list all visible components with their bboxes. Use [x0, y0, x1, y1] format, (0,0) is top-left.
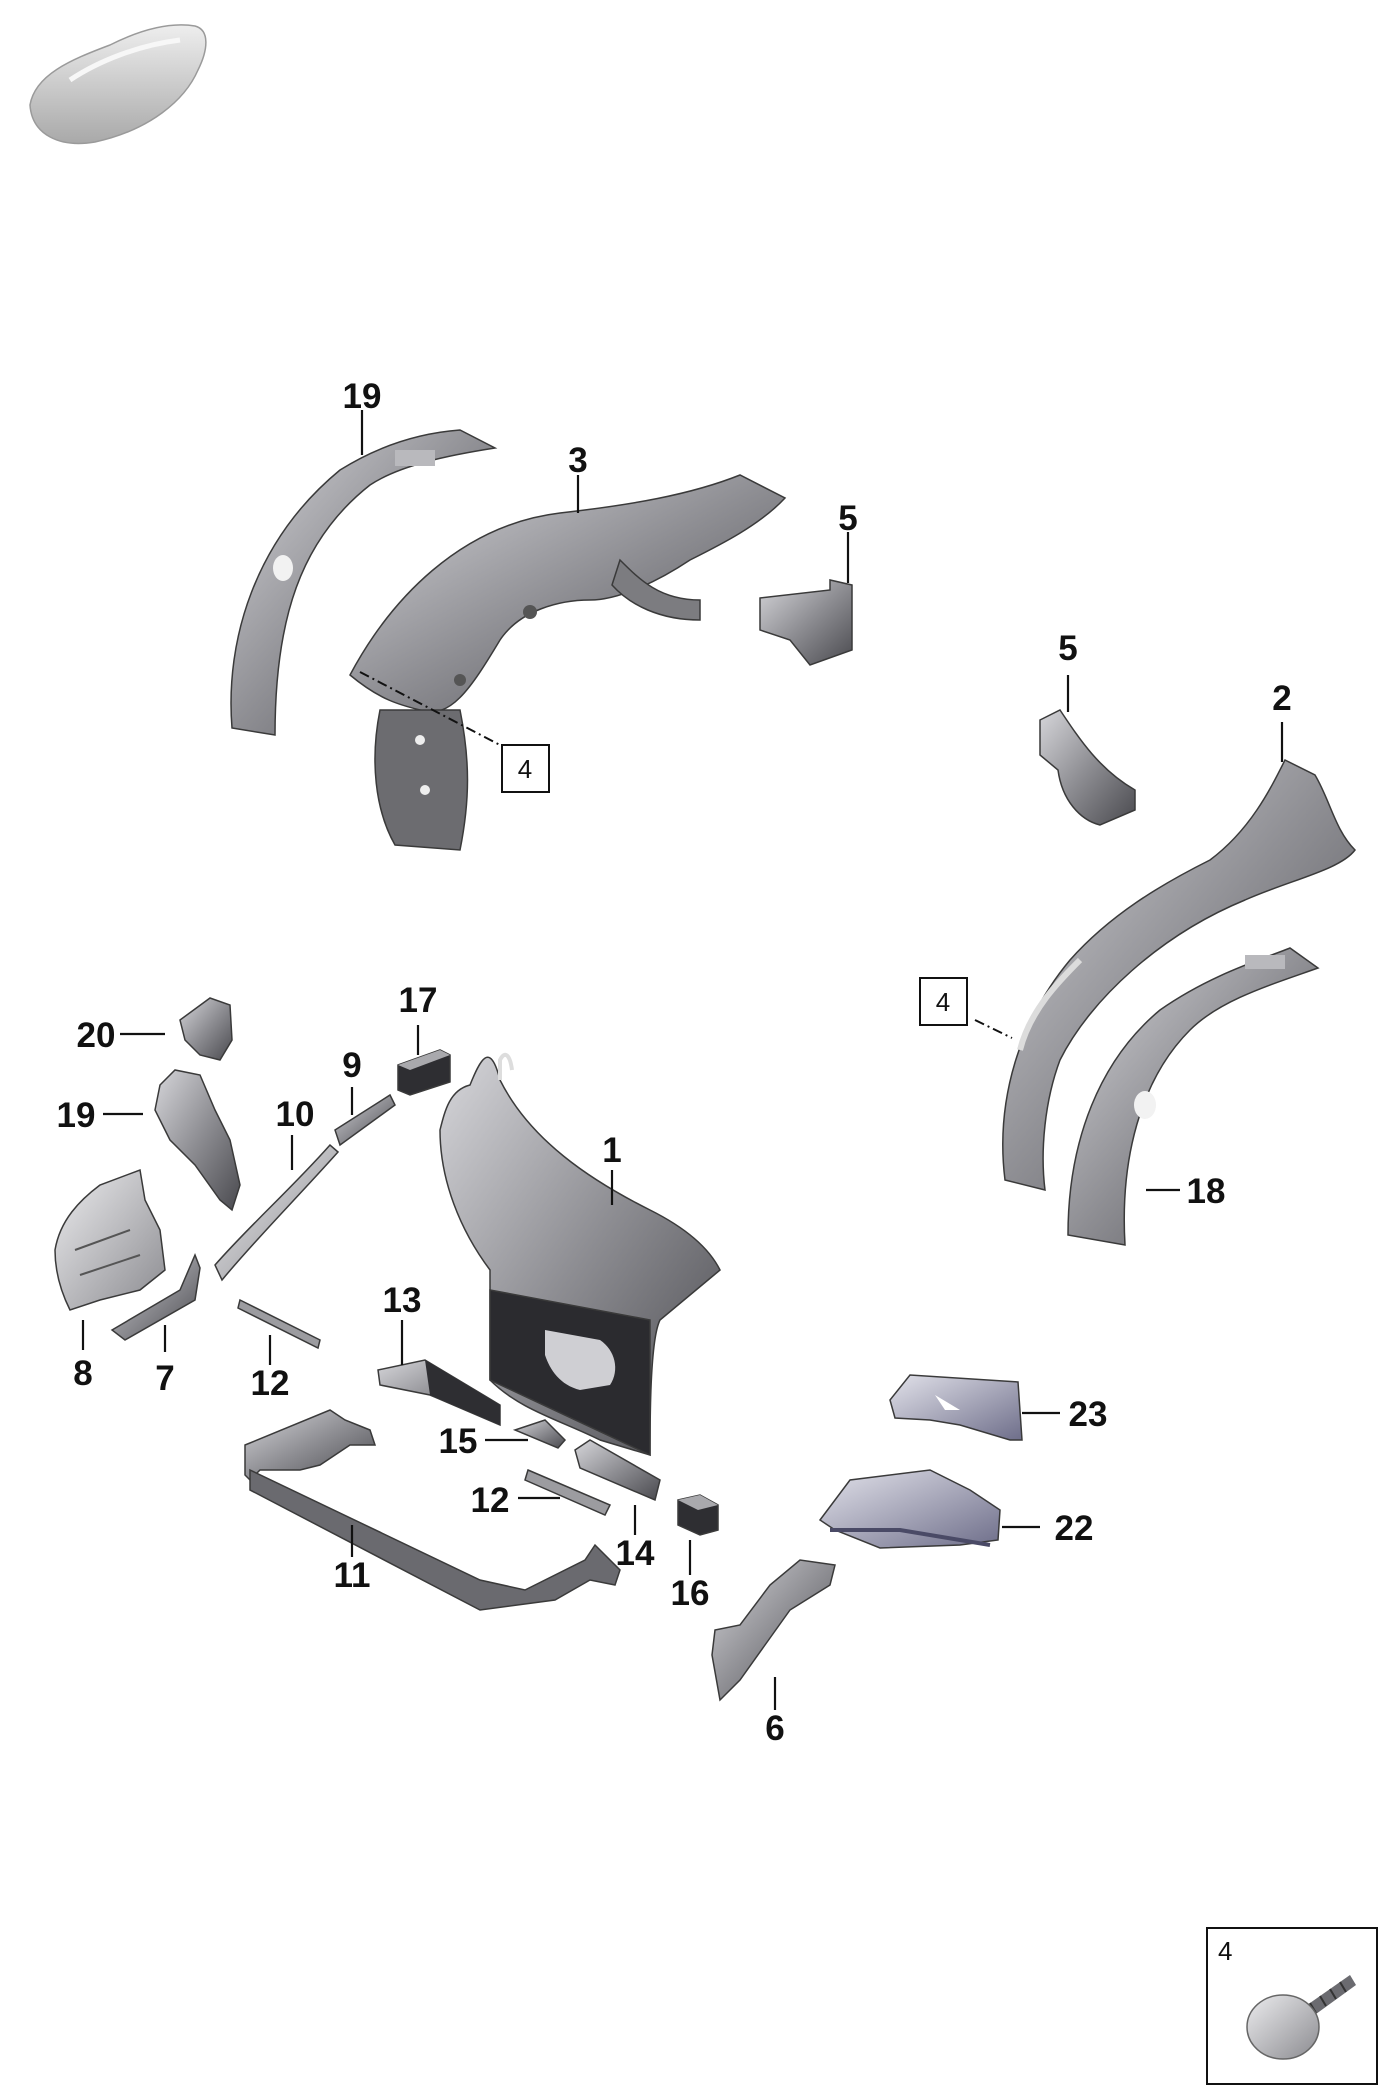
callout-21: 20 [77, 1016, 116, 1055]
part-9-strip [334, 1093, 396, 1147]
part-17-foam-block [397, 1049, 451, 1096]
screw-fastener-icon [1246, 1975, 1356, 2060]
callout-10: 10 [276, 1095, 315, 1134]
svg-text:4: 4 [1218, 1936, 1232, 1966]
part-18-arch-strip [1067, 947, 1320, 1246]
callout-8: 8 [73, 1354, 92, 1393]
part-2-wheelhouse-liner-right [1002, 758, 1356, 1191]
callout-3: 3 [568, 441, 587, 480]
part-22-insulator [818, 1469, 1001, 1549]
callout-20: 19 [57, 1096, 96, 1135]
part-1-bulkhead-panel [439, 1052, 721, 1457]
part-8-foam-insert [54, 1168, 166, 1311]
part-19-arch-strip [230, 429, 498, 736]
part-12-strip-left [237, 1298, 321, 1350]
callout-18: 18 [1187, 1172, 1226, 1211]
part-16-foam-block [677, 1494, 719, 1536]
car-silhouette-icon [29, 24, 207, 145]
part-6-bracket [711, 1559, 836, 1702]
inset-fastener-4: 4 [1206, 1927, 1378, 2085]
callout-13: 13 [383, 1281, 422, 1320]
part-12-strip-right [524, 1468, 612, 1516]
callout-16: 16 [671, 1574, 710, 1613]
callout-22: 22 [1055, 1509, 1094, 1548]
callout-1: 1 [602, 1131, 621, 1170]
callout-15: 15 [439, 1422, 478, 1461]
boxed-ref-4-right: 4 [919, 977, 968, 1026]
callout-5-right: 5 [1058, 629, 1077, 668]
callout-12-left: 12 [251, 1364, 290, 1403]
svg-text:4: 4 [936, 987, 950, 1017]
callout-17: 17 [399, 981, 438, 1020]
leader-lines [81, 410, 1284, 1710]
callout-14: 14 [616, 1534, 655, 1573]
callout-11: 11 [334, 1556, 371, 1595]
part-5-block-right [1039, 709, 1136, 826]
callout-7: 7 [155, 1359, 174, 1398]
callout-5-upper: 5 [838, 499, 857, 538]
callout-6: 6 [765, 1709, 784, 1748]
part-3-wheelhouse-liner [349, 474, 787, 851]
part-14-foam [574, 1439, 661, 1502]
part-13-foam [377, 1359, 501, 1427]
part-10-long-strip [214, 1143, 340, 1282]
svg-text:4: 4 [518, 754, 532, 784]
boxed-ref-4-upper: 4 [501, 744, 550, 793]
part-5-block-upper [759, 579, 853, 666]
callout-9: 9 [342, 1046, 361, 1085]
callout-2: 2 [1272, 679, 1291, 718]
ref-line-4-upper [359, 671, 501, 746]
part-11-cross-member [244, 1409, 621, 1611]
callout-12-right: 12 [471, 1481, 510, 1520]
part-20-bracket [154, 1069, 241, 1212]
part-21-bracket [179, 997, 233, 1061]
part-15-strip [512, 1419, 567, 1449]
ref-line-4-right [974, 1019, 1013, 1039]
callout-19: 19 [343, 377, 382, 416]
part-23-insulator [889, 1374, 1023, 1441]
part-7-strip [110, 1253, 201, 1341]
callout-23: 23 [1069, 1395, 1108, 1434]
